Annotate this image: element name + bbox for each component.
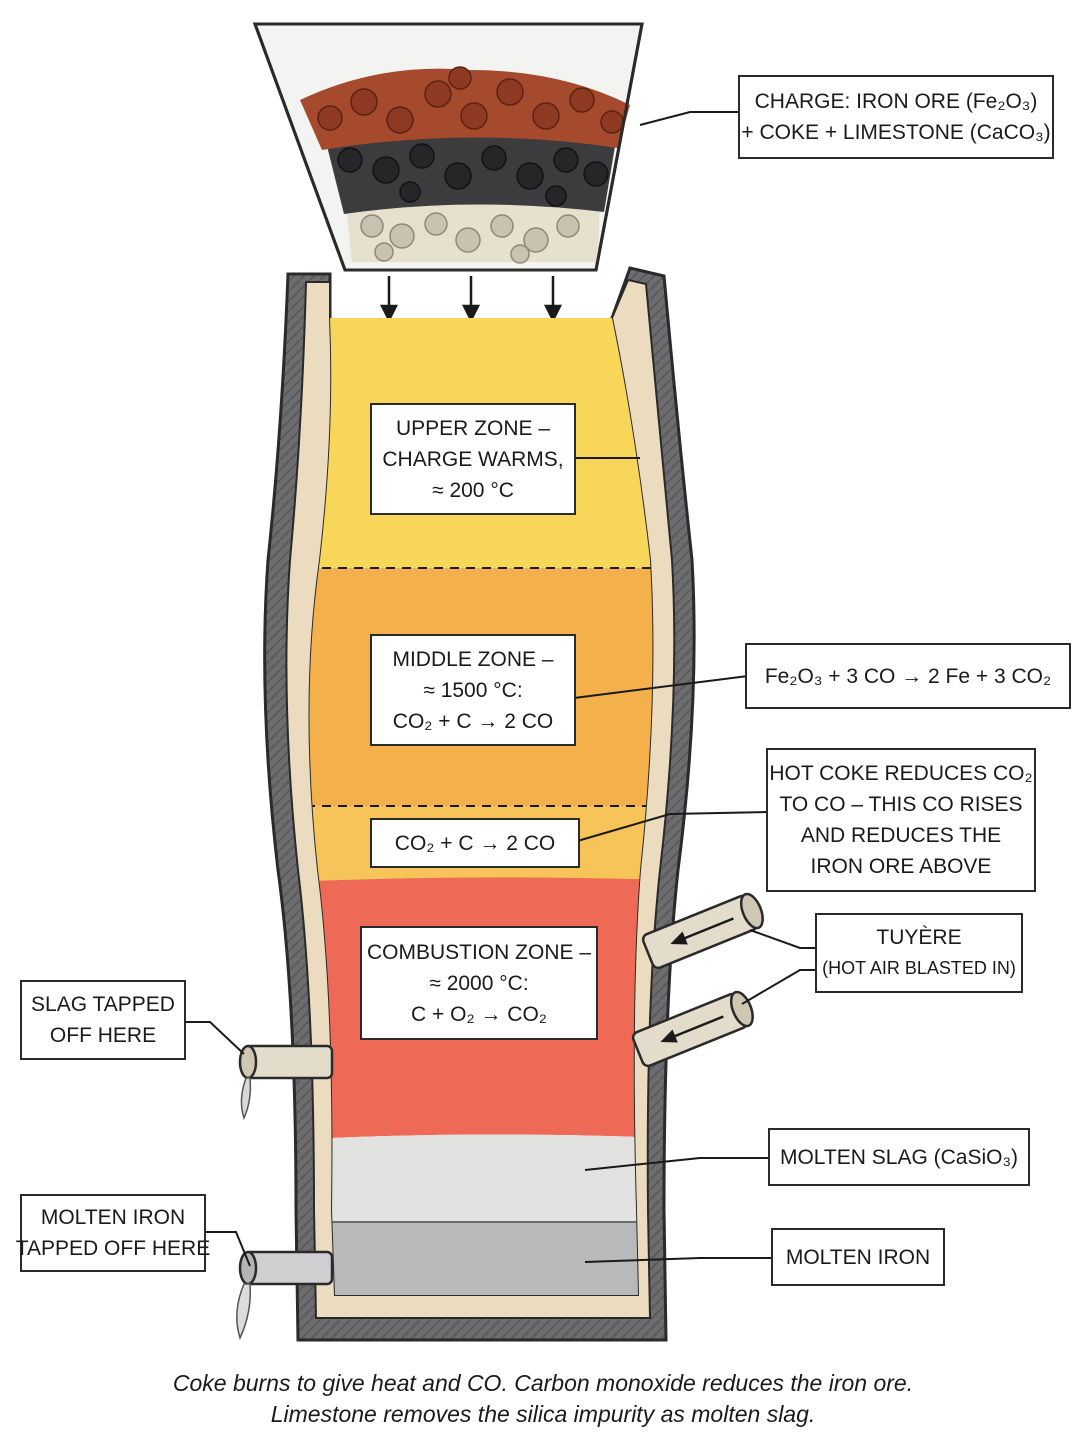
charge-label-line1: CHARGE: IRON ORE (Fe₂O₃) xyxy=(754,90,1038,113)
hot-coke-note: HOT COKE REDUCES CO₂ TO CO – THIS CO RIS… xyxy=(766,748,1036,892)
caption-line1: Coke burns to give heat and CO. Carbon m… xyxy=(172,1370,914,1396)
tuyere-line2: (HOT AIR BLASTED IN) xyxy=(822,958,1016,978)
caption-block: Coke burns to give heat and CO. Carbon m… xyxy=(0,1368,1086,1430)
slag-tap-pipe xyxy=(238,1044,334,1121)
upper-zone-line3: ≈ 200 °C xyxy=(432,478,514,502)
slag-tap-line1: SLAG TAPPED xyxy=(31,993,175,1016)
co-equation-label: CO₂ + C → 2 CO xyxy=(370,818,580,868)
hot-coke-line4: IRON ORE ABOVE xyxy=(810,855,992,878)
upper-zone-line1: UPPER ZONE – xyxy=(395,416,551,440)
hot-coke-line1: HOT COKE REDUCES CO₂ xyxy=(769,762,1033,785)
upper-zone-label: UPPER ZONE – CHARGE WARMS, ≈ 200 °C xyxy=(370,403,576,515)
slag-tap-label: SLAG TAPPED OFF HERE xyxy=(20,980,186,1060)
furnace-shell xyxy=(263,266,696,1342)
iron-tap-line1: MOLTEN IRON xyxy=(40,1206,186,1229)
middle-zone-line1: MIDDLE ZONE – xyxy=(392,647,554,671)
combustion-zone-label: COMBUSTION ZONE – ≈ 2000 °C: C + O₂ → CO… xyxy=(360,926,598,1040)
combustion-zone-line1: COMBUSTION ZONE – xyxy=(366,940,592,964)
refractory-lining xyxy=(285,278,676,1319)
molten-iron-text: MOLTEN IRON xyxy=(785,1245,931,1269)
molten-slag-label: MOLTEN SLAG (CaSiO₃) xyxy=(768,1128,1030,1186)
combustion-zone-line3: C + O₂ → CO₂ xyxy=(411,1002,547,1026)
hot-coke-line2: TO CO – THIS CO RISES xyxy=(779,793,1023,816)
middle-zone-label: MIDDLE ZONE – ≈ 1500 °C: CO₂ + C → 2 CO xyxy=(370,634,576,746)
caption-line2: Limestone removes the silica impurity as… xyxy=(270,1401,816,1427)
reduction-equation: Fe₂O₃ + 3 CO → 2 Fe + 3 CO₂ xyxy=(764,664,1052,688)
molten-slag-fill xyxy=(309,1134,653,1222)
reduction-equation-label: Fe₂O₃ + 3 CO → 2 Fe + 3 CO₂ xyxy=(745,643,1071,709)
co-equation: CO₂ + C → 2 CO xyxy=(394,831,556,855)
molten-iron-fill xyxy=(309,1222,653,1295)
leader-lines xyxy=(186,111,816,1267)
tuyere-label: TUYÈRE (HOT AIR BLASTED IN) xyxy=(815,913,1023,993)
iron-tap-pipe xyxy=(236,1250,334,1341)
feed-arrows xyxy=(379,276,563,323)
iron-tap-label: MOLTEN IRON TAPPED OFF HERE xyxy=(16,1194,210,1272)
molten-slag-text: MOLTEN SLAG (CaSiO₃) xyxy=(779,1145,1019,1169)
tuyere-pipes xyxy=(631,892,764,1068)
middle-zone-line3: CO₂ + C → 2 CO xyxy=(392,709,554,733)
tuyere-line1: TUYÈRE xyxy=(876,926,962,949)
slag-tap-line2: OFF HERE xyxy=(49,1024,157,1047)
hot-coke-line3: AND REDUCES THE xyxy=(800,824,1002,847)
upper-zone-line2: CHARGE WARMS, xyxy=(382,447,564,471)
iron-tap-line2: TAPPED OFF HERE xyxy=(15,1237,211,1260)
charge-label: CHARGE: IRON ORE (Fe₂O₃) + COKE + LIMEST… xyxy=(738,75,1054,159)
middle-zone-line2: ≈ 1500 °C: xyxy=(423,678,523,702)
charge-label-line2: + COKE + LIMESTONE (CaCO₃) xyxy=(741,121,1051,144)
combustion-zone-line2: ≈ 2000 °C: xyxy=(429,971,529,995)
charge-hopper xyxy=(252,22,644,272)
molten-iron-label: MOLTEN IRON xyxy=(771,1228,945,1286)
